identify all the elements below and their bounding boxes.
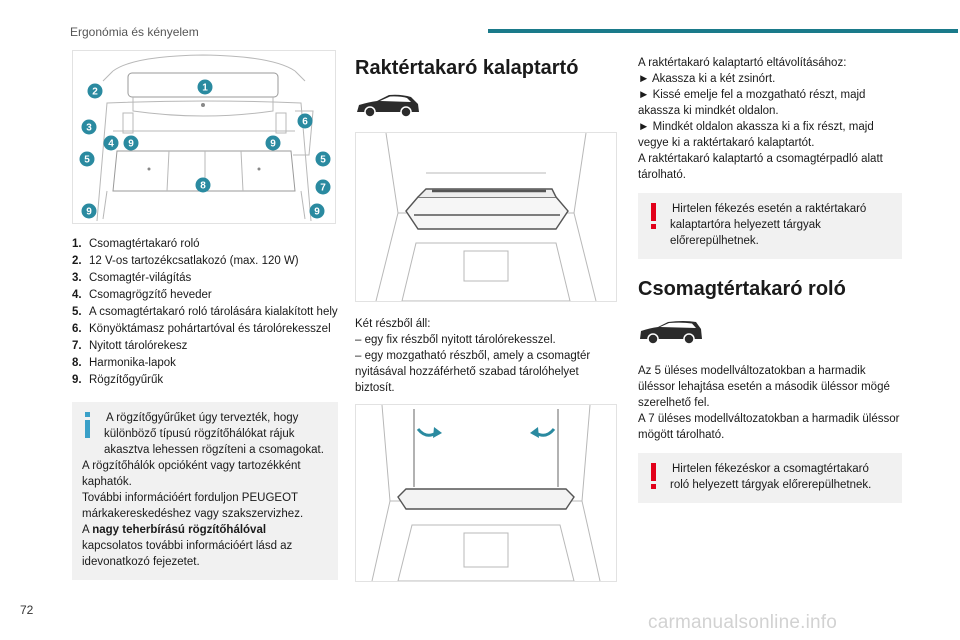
callout-2: 2 (87, 83, 103, 99)
callout-9b: 9 (265, 135, 281, 151)
section-title-parcel-shelf: Raktértakaró kalaptartó (355, 57, 579, 79)
page-header-title: Ergonómia és kényelem (70, 25, 199, 39)
callout-6: 6 (297, 113, 313, 129)
column-right: A raktértakaró kalaptartó eltávolításáho… (638, 55, 903, 503)
legend-item: 7.Nyitott tárolórekesz (72, 340, 188, 352)
svg-text:9: 9 (270, 139, 276, 150)
legend-list: 1.Csomagtértakaró roló 2.12 V-os tartozé… (72, 236, 340, 388)
legend-item: 8.Harmonika-lapok (72, 357, 176, 369)
svg-text:9: 9 (128, 139, 134, 150)
warning-box: Hirtelen fékezés esetén a raktértakaró k… (638, 193, 902, 259)
legend-item: 2.12 V-os tartozékcsatlakozó (max. 120 W… (72, 255, 299, 267)
header-accent-bar (488, 29, 958, 33)
trunk-overview-illustration: 1 2 3 4 9 9 6 5 5 7 8 9 9 (72, 50, 336, 224)
callout-9c: 9 (81, 203, 97, 219)
callout-8: 8 (195, 177, 211, 193)
column-middle: Raktértakaró kalaptartó Két részből áll: (355, 50, 617, 582)
svg-text:7: 7 (320, 183, 326, 194)
watermark: carmanualsonline.info (648, 612, 838, 633)
warning-box: Hirtelen fékezéskor a csomagtértakaró ro… (638, 453, 902, 503)
callout-3: 3 (81, 119, 97, 135)
cargo-cover-description: Az 5 üléses modellváltozatokban a harmad… (638, 365, 900, 441)
parcel-shelf-description: Két részből áll: – egy fix részből nyito… (355, 318, 591, 394)
callout-5b: 5 (315, 151, 331, 167)
car-suv-icon (357, 94, 419, 118)
legend-item: 9.Rögzítőgyűrűk (72, 374, 164, 386)
warning-icon (651, 463, 656, 489)
svg-text:5: 5 (320, 155, 326, 166)
parcel-shelf-removal: A raktértakaró kalaptartó eltávolításáho… (638, 57, 883, 181)
svg-text:3: 3 (86, 123, 92, 134)
callout-9a: 9 (123, 135, 139, 151)
callout-7: 7 (315, 179, 331, 195)
svg-text:2: 2 (92, 87, 98, 98)
column-left: 1 2 3 4 9 9 6 5 5 7 8 9 9 1.Csomagtértak… (72, 50, 340, 580)
info-icon (85, 412, 90, 438)
svg-text:8: 8 (200, 181, 206, 192)
svg-text:6: 6 (302, 117, 308, 128)
legend-item: 1.Csomagtértakaró roló (72, 238, 200, 250)
parcel-shelf-cords-illustration (355, 404, 617, 582)
legend-item: 6.Könyöktámasz pohártartóval és tárolóre… (72, 323, 331, 335)
svg-text:1: 1 (202, 83, 208, 94)
callout-4: 4 (103, 135, 119, 151)
svg-text:9: 9 (86, 207, 92, 218)
svg-text:5: 5 (84, 155, 90, 166)
callout-1: 1 (197, 79, 213, 95)
svg-text:9: 9 (314, 207, 320, 218)
section-title-cargo-cover: Csomagtértakaró roló (638, 278, 846, 300)
legend-item: 3.Csomagtér-világítás (72, 272, 192, 284)
svg-text:4: 4 (108, 139, 114, 150)
legend-item: 4.Csomagrögzítő heveder (72, 289, 212, 301)
callout-5a: 5 (79, 151, 95, 167)
info-box: A rögzítőgyűrűket úgy tervezték, hogy kü… (72, 402, 338, 580)
legend-item: 5.A csomagtértakaró roló tárolására kial… (72, 306, 338, 318)
warning-icon (651, 203, 656, 229)
car-suv-icon (640, 321, 702, 345)
parcel-shelf-illustration (355, 132, 617, 302)
page-number: 72 (20, 603, 34, 617)
callout-9d: 9 (309, 203, 325, 219)
